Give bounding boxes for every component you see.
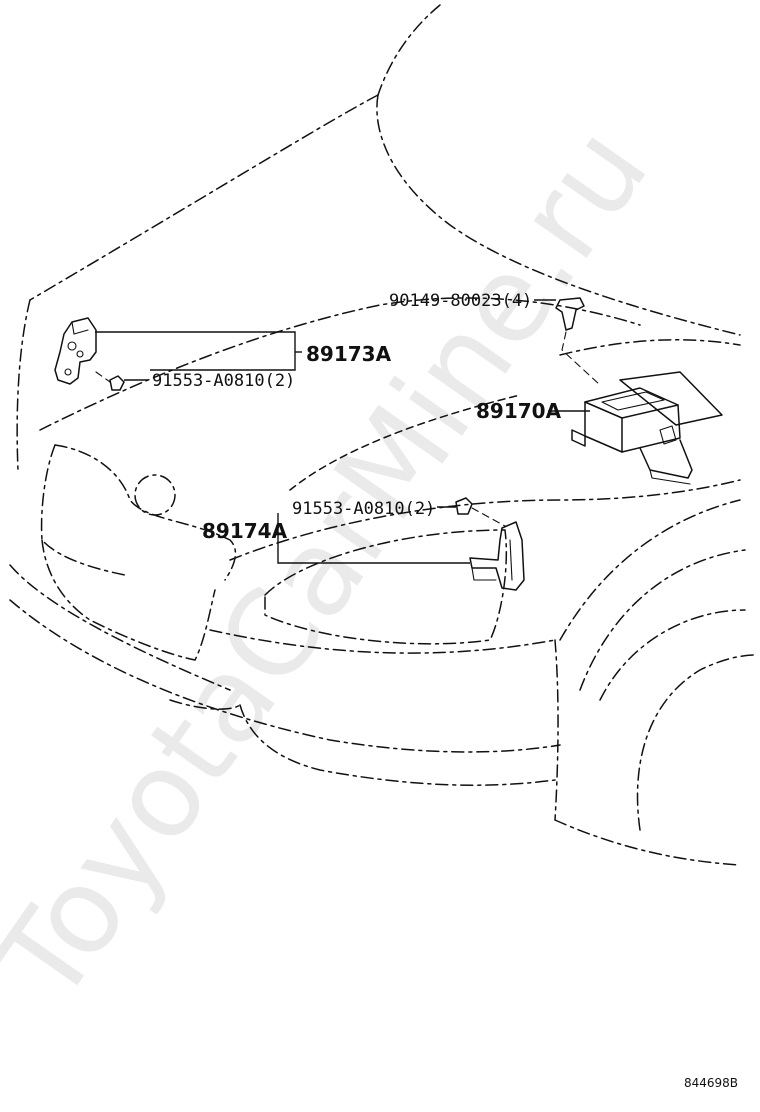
bolt-91553-mid <box>455 497 506 527</box>
label-89174A: 89174A <box>202 519 288 543</box>
label-bolt-90149: 90149-80023(4) <box>389 291 532 311</box>
diagram-code: 844698B <box>684 1076 738 1090</box>
control-unit-89170A <box>571 371 723 485</box>
watermark: ToyotaCarMine.ru <box>0 102 674 1026</box>
sensor-89174A <box>469 521 525 591</box>
bolt-91553-left <box>95 371 125 391</box>
label-bolt-91553-left: 91553-A0810(2) <box>152 371 295 391</box>
label-bolt-91553-mid: 91553-A0810(2) <box>292 499 435 519</box>
sensor-89173A <box>54 317 97 385</box>
label-89173A: 89173A <box>306 342 392 366</box>
car-body-outline <box>9 4 756 866</box>
bolt-90149-top <box>555 297 601 386</box>
leader-lines <box>95 299 590 564</box>
label-89170A: 89170A <box>476 399 562 423</box>
